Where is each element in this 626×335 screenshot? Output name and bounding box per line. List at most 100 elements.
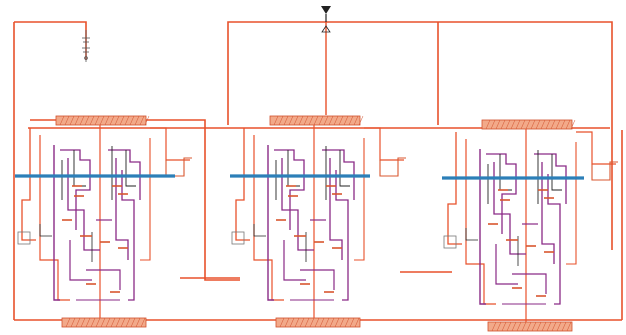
cell-output-wire (379, 157, 406, 177)
pad-hatch (105, 317, 111, 328)
pad-hatch (530, 119, 536, 130)
pad-hatch (65, 317, 71, 328)
cell-left-return (253, 135, 284, 301)
pad-hatch (343, 115, 349, 126)
pad-hatch (323, 115, 329, 126)
bottom-pad (61, 317, 147, 328)
inner-wire (512, 273, 547, 294)
pad-hatch (496, 321, 502, 332)
pad-hatch (109, 115, 115, 126)
cell-right-return (566, 142, 577, 265)
pad-hatch (333, 115, 339, 126)
top-pad (481, 119, 573, 130)
pad-hatch (490, 119, 496, 130)
cell-right-feed (150, 127, 190, 161)
cell-left-feed (235, 128, 250, 241)
inner-wire (53, 145, 60, 301)
pad-hatch (115, 317, 121, 328)
capacitor-block (231, 231, 245, 245)
detail-trace (39, 224, 52, 237)
pad-hatch (328, 115, 334, 126)
pad-hatch (329, 317, 335, 328)
pad-hatch (521, 321, 527, 332)
inner-wire (547, 174, 561, 305)
pad-hatch (495, 119, 501, 130)
pad-hatch (541, 321, 547, 332)
cell-right-return (140, 138, 151, 261)
inner-wire (479, 149, 486, 305)
pad-hatch (339, 317, 345, 328)
voltage-source-icon (82, 30, 90, 62)
inner-wire (121, 170, 135, 301)
pad-hatch (551, 321, 557, 332)
inner-wire (67, 158, 100, 251)
left-upper-wire (14, 21, 87, 60)
pad-hatch (531, 321, 537, 332)
inner-wire (335, 170, 349, 301)
cell-left-feed (447, 132, 462, 245)
detail-trace (551, 154, 562, 191)
cell-left-return (465, 139, 496, 305)
detail-trace (339, 150, 350, 187)
pad-hatch (140, 317, 146, 328)
cell-right-return (354, 138, 365, 261)
pad-hatch (570, 119, 576, 130)
pad-hatch (134, 115, 140, 126)
pad-hatch (540, 119, 546, 130)
capacitor-block (443, 235, 457, 249)
pad-hatch (283, 115, 289, 126)
top-pad (269, 115, 361, 126)
bus-lines (15, 174, 584, 180)
pad-hatch (358, 115, 364, 126)
pad-hatch (535, 119, 541, 130)
pad-hatch (293, 115, 299, 126)
inner-wire (69, 240, 92, 281)
detail-trace (465, 228, 478, 241)
pad-hatch (491, 321, 497, 332)
upper-rail-2 (30, 119, 240, 281)
inner-wire (300, 269, 335, 290)
pad-hatch (95, 317, 101, 328)
pad-hatch (279, 317, 285, 328)
inner-wire (60, 149, 91, 230)
pad-hatch (566, 321, 572, 332)
pad-hatch (70, 317, 76, 328)
pad-hatch (135, 317, 141, 328)
pad-hatch (124, 115, 130, 126)
pad-hatch (515, 119, 521, 130)
pad-hatch (90, 317, 96, 328)
cell-right (443, 119, 618, 332)
inner-wire (86, 269, 121, 290)
cell-output-wire (591, 161, 618, 181)
cell-right-feed (576, 131, 616, 165)
pad-hatch (104, 115, 110, 126)
pad-hatch (99, 115, 105, 126)
inner-wire (493, 162, 526, 255)
pad-hatch (59, 115, 65, 126)
pad-hatch (85, 317, 91, 328)
pad-hatch (75, 317, 81, 328)
pad-hatch (130, 317, 136, 328)
inner-wire (329, 158, 343, 260)
pad-hatch (120, 317, 126, 328)
pad-hatch (324, 317, 330, 328)
pad-hatch (125, 317, 131, 328)
pad-hatch (561, 321, 567, 332)
pad-hatch (485, 119, 491, 130)
inner-wire (541, 162, 555, 264)
pad-hatch (139, 115, 145, 126)
top-main-wire (227, 21, 326, 125)
inner-wire (486, 153, 517, 234)
cell-right-feed (364, 127, 404, 161)
pad-hatch (74, 115, 80, 126)
pad-hatch (319, 317, 325, 328)
pad-hatch (299, 317, 305, 328)
pad-hatch (510, 119, 516, 130)
pad-hatch (284, 317, 290, 328)
pad-hatch (560, 119, 566, 130)
inner-wire (115, 158, 129, 260)
pad-hatch (520, 119, 526, 130)
pad-hatch (80, 317, 86, 328)
